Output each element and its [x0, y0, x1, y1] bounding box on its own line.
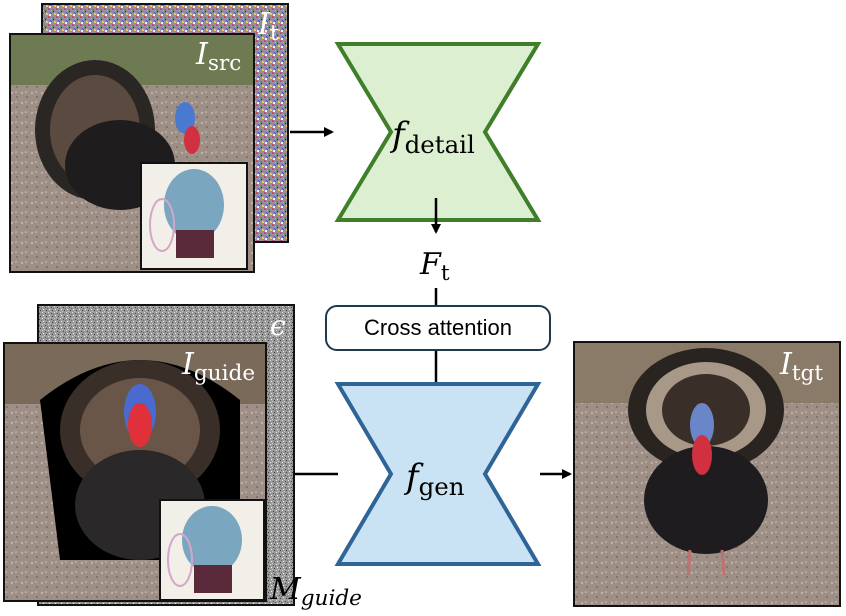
guide-mask-inset — [159, 499, 265, 601]
gen-network-block — [334, 382, 542, 566]
source-image — [9, 33, 255, 273]
detail-network-block — [334, 42, 542, 222]
label-m-guide: Mguide — [270, 572, 362, 612]
guide-image — [3, 342, 267, 602]
label-epsilon: ϵ — [270, 309, 286, 342]
gen-block-label: fgen — [406, 457, 465, 501]
label-f-t: Ft — [420, 247, 450, 287]
target-image — [573, 341, 841, 607]
cross-attention-label: Cross attention — [364, 315, 512, 340]
label-i-tgt: Itgt — [780, 347, 824, 387]
label-i-guide: Iguide — [182, 347, 256, 387]
source-mask-inset — [140, 162, 248, 270]
label-i-t: It — [258, 7, 279, 47]
cross-attention-block: Cross attention — [325, 305, 551, 351]
label-i-src: Isrc — [196, 37, 242, 77]
detail-block-label: fdetail — [392, 115, 475, 159]
